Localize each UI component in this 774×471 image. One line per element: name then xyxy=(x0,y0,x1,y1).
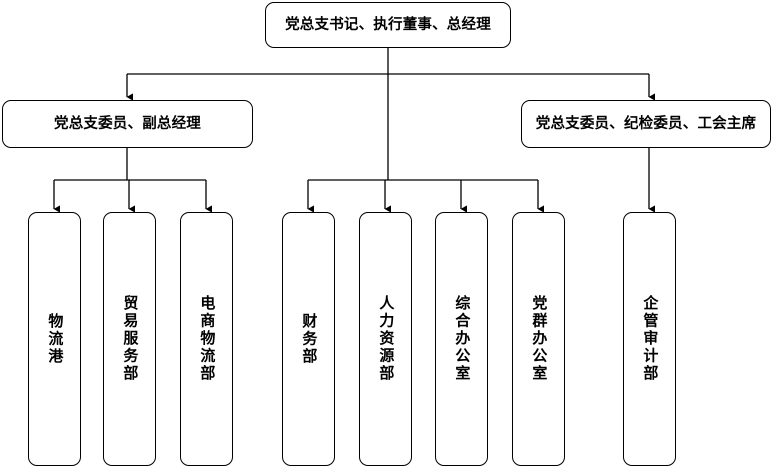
node-dept-party-mass-office[interactable]: 党群办公室 xyxy=(512,212,565,466)
node-top-leader[interactable]: 党总支书记、执行董事、总经理 xyxy=(265,2,511,48)
node-dept-logistics-port-label: 物流港 xyxy=(46,312,64,366)
node-left-manager[interactable]: 党总支委员、副总经理 xyxy=(2,100,253,148)
node-dept-general-office-label: 综合办公室 xyxy=(453,295,471,383)
node-right-manager-label: 党总支委员、纪检委员、工会主席 xyxy=(535,115,757,132)
node-dept-party-mass-office-label: 党群办公室 xyxy=(530,295,548,383)
node-dept-finance-label: 财务部 xyxy=(300,312,318,366)
node-dept-general-office[interactable]: 综合办公室 xyxy=(435,212,488,466)
node-dept-enterprise-audit-label: 企管审计部 xyxy=(641,295,659,383)
node-dept-finance[interactable]: 财务部 xyxy=(282,212,335,466)
node-dept-ecommerce-logistics[interactable]: 电商物流部 xyxy=(180,212,233,466)
node-left-manager-label: 党总支委员、副总经理 xyxy=(54,115,201,132)
node-dept-human-resources[interactable]: 人力资源部 xyxy=(359,212,412,466)
node-dept-human-resources-label: 人力资源部 xyxy=(377,295,395,383)
node-dept-trade-service-label: 贸易服务部 xyxy=(121,295,139,383)
node-top-leader-label: 党总支书记、执行董事、总经理 xyxy=(285,16,491,33)
node-dept-trade-service[interactable]: 贸易服务部 xyxy=(103,212,156,466)
node-dept-enterprise-audit[interactable]: 企管审计部 xyxy=(623,212,676,466)
node-dept-ecommerce-logistics-label: 电商物流部 xyxy=(198,295,216,383)
node-right-manager[interactable]: 党总支委员、纪检委员、工会主席 xyxy=(521,100,771,148)
node-dept-logistics-port[interactable]: 物流港 xyxy=(28,212,81,466)
